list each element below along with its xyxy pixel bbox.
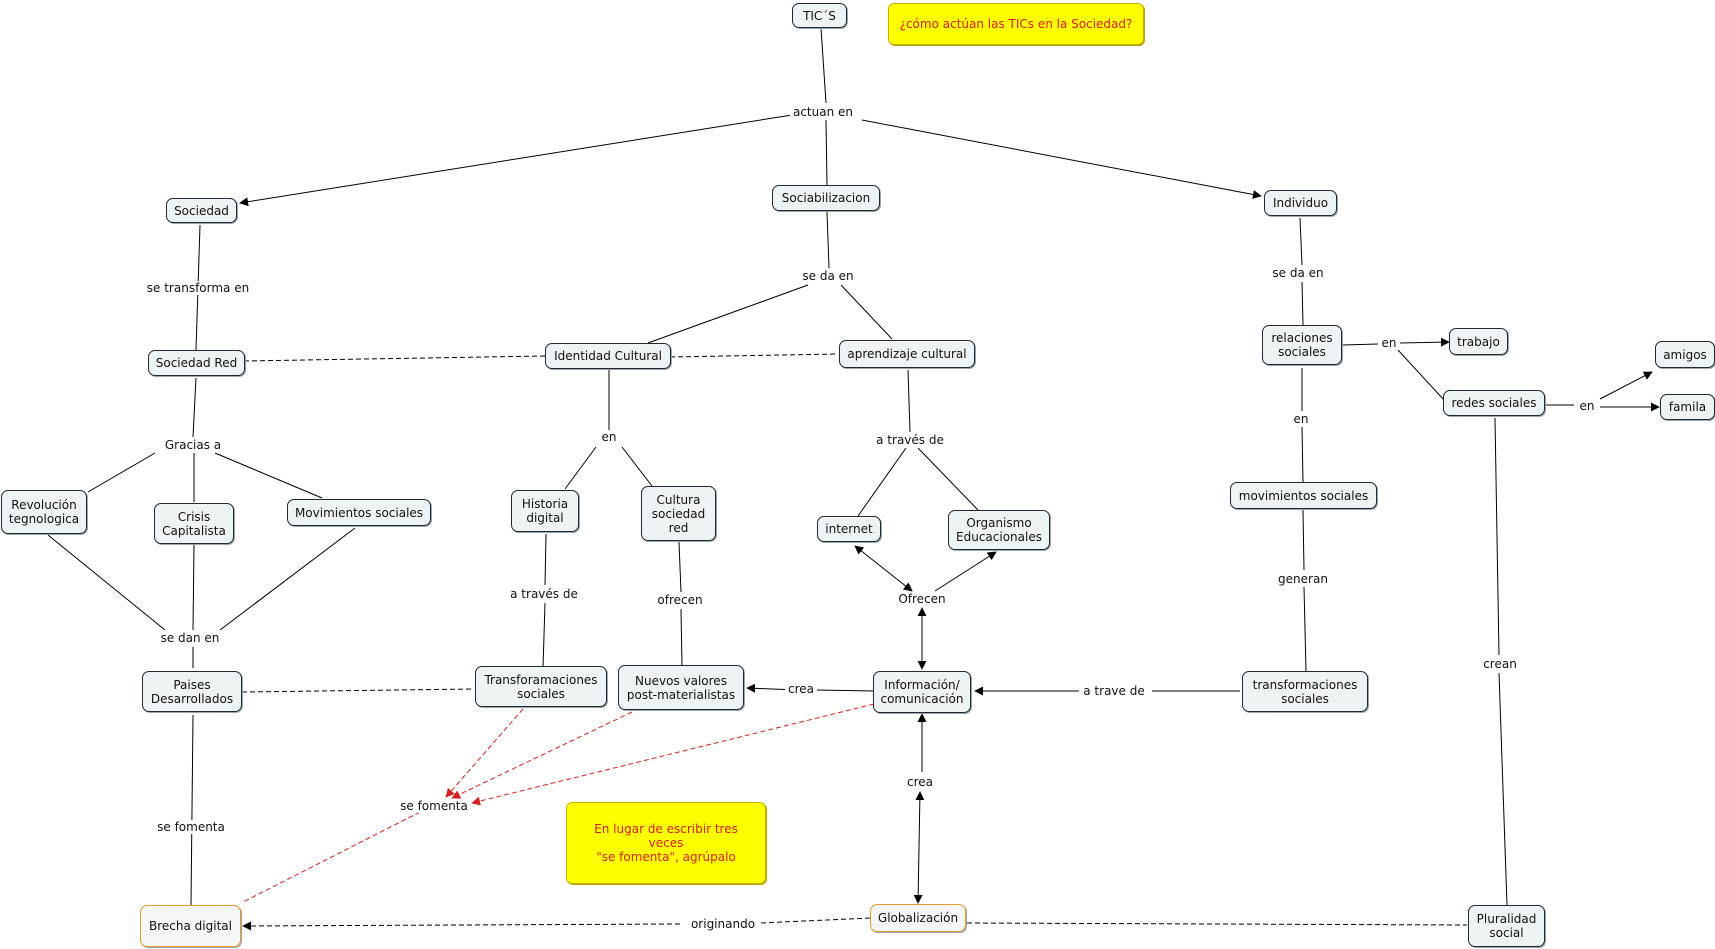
node-identidad-cultural[interactable]: Identidad Cultural — [545, 343, 671, 369]
label-ofrecen-upper: Ofrecen — [895, 592, 949, 606]
label-a-trave-de: a trave de — [1080, 684, 1148, 698]
node-trabajo[interactable]: trabajo — [1449, 328, 1508, 355]
node-movimientos-sociales-left[interactable]: Movimientos sociales — [287, 499, 431, 526]
label-se-dan-en: se dan en — [157, 631, 223, 645]
node-amigos[interactable]: amigos — [1655, 341, 1715, 368]
label-a-traves-de-center: a través de — [873, 433, 947, 447]
hint-note[interactable]: En lugar de escribir tres veces "se fome… — [566, 802, 766, 884]
node-sociedad-red[interactable]: Sociedad Red — [148, 350, 245, 376]
label-en-redes: en — [1576, 399, 1598, 413]
node-brecha-digital[interactable]: Brecha digital — [140, 905, 241, 947]
node-tics[interactable]: TIC´S — [792, 3, 847, 28]
node-organismo-educacionales[interactable]: Organismo Educacionales — [948, 510, 1050, 550]
node-movimientos-sociales-right[interactable]: movimientos sociales — [1230, 482, 1377, 509]
node-redes-sociales[interactable]: redes sociales — [1443, 390, 1545, 416]
node-aprendizaje-cultural[interactable]: aprendizaje cultural — [839, 340, 975, 368]
node-familia[interactable]: famila — [1660, 394, 1715, 420]
node-nuevos-valores[interactable]: Nuevos valores post-materialistas — [618, 665, 744, 710]
node-historia-digital[interactable]: Historia digital — [511, 490, 579, 532]
label-en-relaciones: en — [1378, 336, 1400, 350]
node-cultura-sociedad-red[interactable]: Cultura sociedad red — [641, 486, 716, 541]
node-crisis-capitalista[interactable]: Crisis Capitalista — [154, 503, 234, 544]
node-individuo[interactable]: Individuo — [1264, 190, 1337, 216]
node-relaciones-sociales[interactable]: relaciones sociales — [1262, 325, 1342, 365]
label-crea-left: crea — [784, 682, 818, 696]
label-actuan-en: actuan en — [789, 105, 857, 119]
node-globalizacion[interactable]: Globalización — [870, 904, 966, 932]
node-transformaciones-right[interactable]: transformaciones sociales — [1242, 671, 1368, 712]
node-transformaciones-left[interactable]: Transforamaciones sociales — [475, 666, 607, 707]
label-ofrecen-lower: ofrecen — [654, 593, 706, 607]
node-pluralidad-social[interactable]: Pluralidad social — [1468, 905, 1545, 947]
label-crean: crean — [1480, 657, 1520, 671]
label-en-identidad: en — [598, 430, 620, 444]
label-gracias-a: Gracias a — [161, 438, 225, 452]
label-crea-lower: crea — [903, 775, 937, 789]
node-sociabilizacion[interactable]: Sociabilizacion — [772, 185, 880, 211]
node-informacion-comunicacion[interactable]: Información/ comunicación — [873, 671, 971, 713]
node-paises-desarrollados[interactable]: Paises Desarrollados — [142, 671, 242, 712]
node-internet[interactable]: internet — [817, 516, 881, 542]
label-en-movimientos: en — [1290, 412, 1312, 426]
label-se-fomenta-red: se fomenta — [397, 799, 471, 813]
node-sociedad[interactable]: Sociedad — [166, 198, 237, 223]
question-note[interactable]: ¿cómo actúan las TICs en la Sociedad? — [888, 3, 1144, 45]
label-se-transforma-en: se transforma en — [143, 281, 253, 295]
node-revolucion-tegnologica[interactable]: Revolución tegnologica — [1, 490, 87, 534]
label-se-da-en-center: se da en — [799, 269, 857, 283]
label-se-da-en-right: se da en — [1269, 266, 1327, 280]
label-originando: originando — [687, 917, 759, 931]
label-se-fomenta-left: se fomenta — [154, 820, 228, 834]
label-a-traves-de-left: a través de — [507, 587, 581, 601]
label-generan: generan — [1275, 572, 1331, 586]
